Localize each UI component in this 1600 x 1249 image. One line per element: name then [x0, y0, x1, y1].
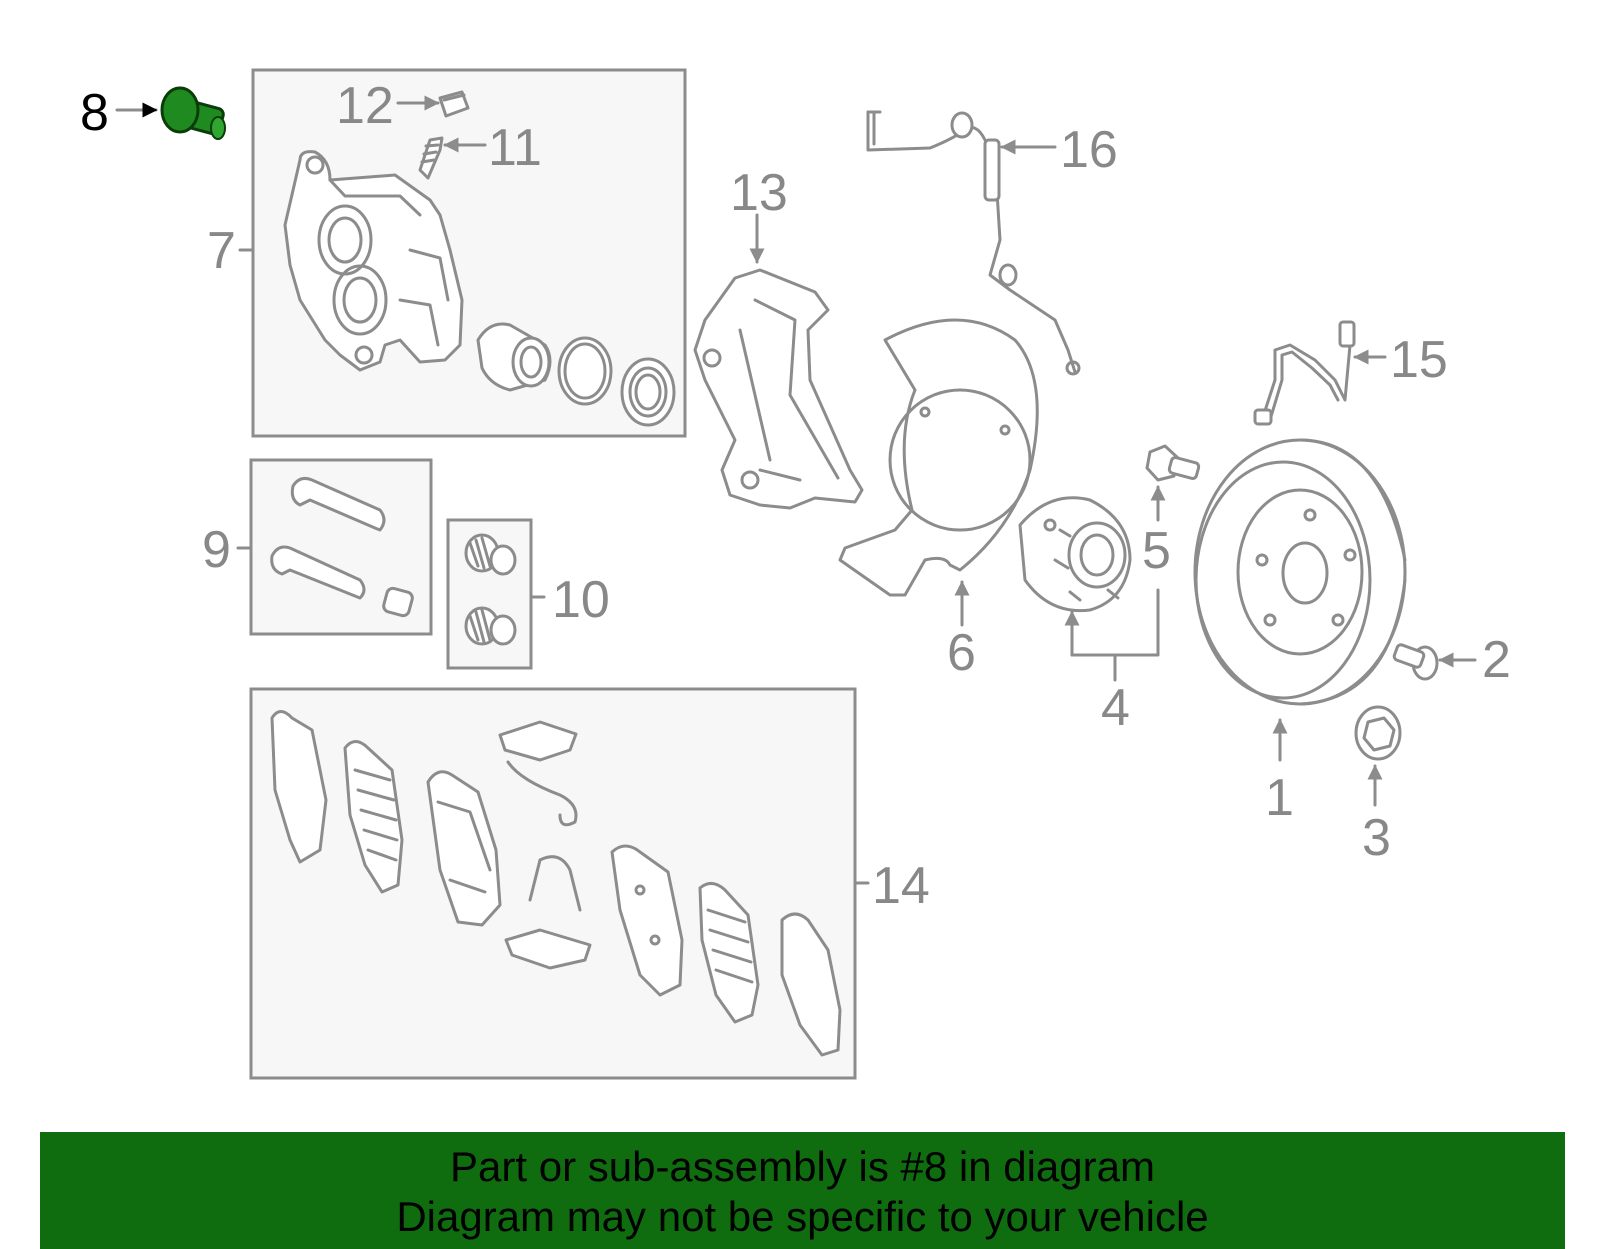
label-1: 1	[1265, 769, 1294, 827]
brake-hose-part-15[interactable]	[1253, 320, 1356, 426]
label-4: 4	[1101, 679, 1130, 737]
dust-shield-part-6[interactable]	[838, 318, 1039, 597]
banner-line-2: Diagram may not be specific to your vehi…	[396, 1193, 1209, 1240]
label-11: 11	[488, 119, 542, 177]
bolt-part-5[interactable]	[1145, 444, 1201, 482]
dust-boot-part-7c[interactable]	[620, 357, 676, 427]
guide-pin-part-9[interactable]	[270, 477, 414, 618]
label-10: 10	[552, 571, 610, 629]
caliper-bracket-part-13[interactable]	[693, 268, 864, 510]
label-16: 16	[1060, 121, 1118, 179]
brake-pads-part-14[interactable]	[270, 710, 842, 1057]
label-2: 2	[1482, 631, 1511, 689]
bleeder-screw-part-11[interactable]	[418, 136, 444, 180]
bleeder-cap-part-12[interactable]	[438, 90, 470, 118]
label-5: 5	[1142, 522, 1171, 580]
banner-line-1: Part or sub-assembly is #8 in diagram	[450, 1143, 1155, 1190]
label-3: 3	[1362, 809, 1391, 867]
rotor-part-1[interactable]	[1193, 438, 1407, 706]
info-banner: Part or sub-assembly is #8 in diagram Di…	[40, 1132, 1565, 1249]
label-7: 7	[207, 222, 236, 280]
label-6: 6	[947, 624, 976, 682]
piston-part-7a[interactable]	[476, 322, 552, 392]
guide-boot-part-10[interactable]	[464, 533, 517, 646]
screw-part-2[interactable]	[1392, 643, 1439, 681]
nut-part-3[interactable]	[1354, 705, 1402, 761]
label-13: 13	[730, 164, 788, 222]
caliper-part-7[interactable]	[283, 150, 464, 372]
label-8: 8	[80, 84, 109, 142]
bolt-part-8[interactable]	[160, 86, 226, 140]
abs-sensor-part-16[interactable]	[866, 110, 1081, 376]
label-12: 12	[336, 77, 394, 135]
label-15: 15	[1390, 331, 1448, 389]
label-9: 9	[202, 521, 231, 579]
hub-part-4[interactable]	[1018, 496, 1132, 613]
piston-seal-part-7b[interactable]	[557, 336, 613, 406]
label-14: 14	[872, 857, 930, 915]
